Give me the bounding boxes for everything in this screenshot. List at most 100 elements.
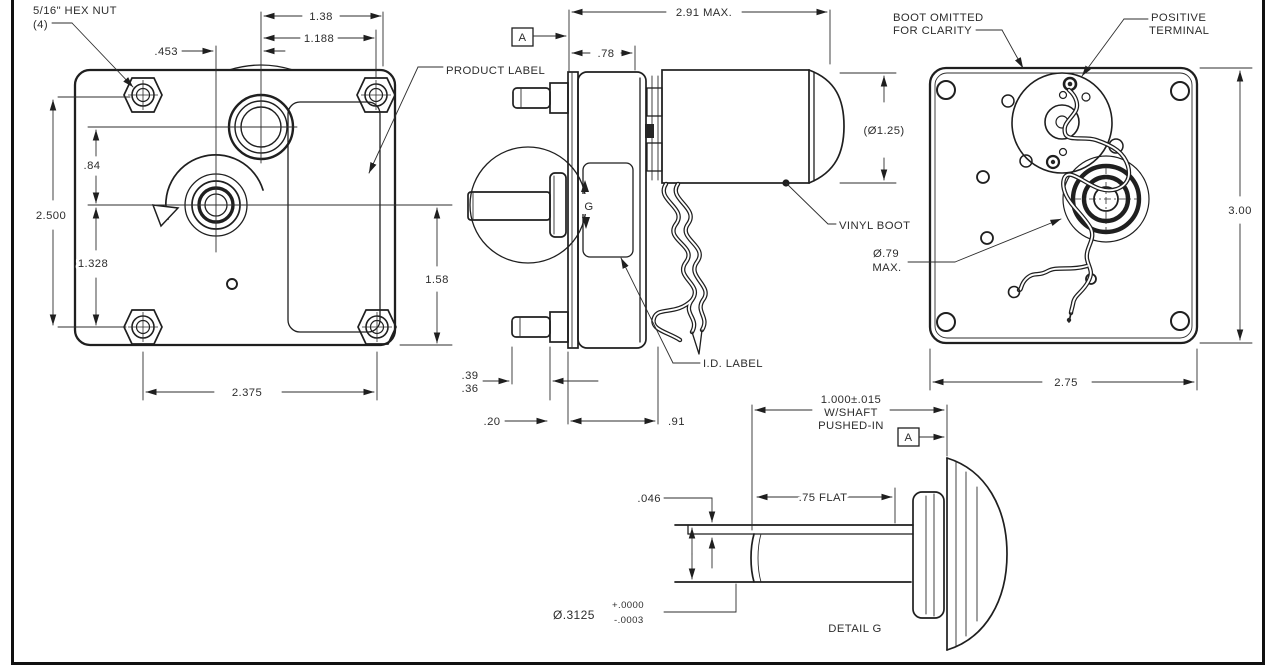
shaft-knob [912,457,1008,651]
rotation-arrowhead [151,204,180,228]
detail-g-view: 1.000±.015 W/SHAFT PUSHED-IN A .046 .75 … [550,391,1008,651]
datum-a-side-label: A [519,32,527,44]
dim-tol-plus: +.0000 [612,600,644,611]
mounting-plate [567,71,579,349]
dim-.91: .91 [668,416,685,428]
rotation-arc [165,153,264,220]
gear-housing [577,71,647,349]
wire-eyelet [1007,285,1021,299]
detail-g-boundary: G [469,146,598,264]
detail-arc-arrow-down [582,217,590,229]
motor-body [661,69,810,184]
corner-hole-tr [1170,81,1190,101]
hex-nut-bottom-right [357,309,397,345]
dim-dia-.79: Ø.79 [873,248,899,260]
dim-2.91-max: 2.91 MAX. [676,7,732,19]
wire-frayed-end [691,329,703,355]
dim-3.00: 3.00 [1228,205,1252,217]
side-dimensions-top: 2.91 MAX. A .78 (Ø1.25) [511,4,907,184]
idler-boss [87,11,298,164]
dim-1.328: 1.328 [78,258,108,270]
front-dimensions: 1.38 1.188 .453 2.500 .84 1.328 1.58 [33,8,453,402]
vinyl-boot-note: VINYL BOOT [782,179,910,232]
motor-rear [1001,72,1124,174]
boot-omitted-line1: BOOT OMITTED [893,12,984,24]
rear-dimensions: 3.00 2.75 [929,67,1254,392]
dim-2.75: 2.75 [1054,377,1078,389]
hex-nut-top-right [356,77,396,113]
dim-.36: .36 [462,383,479,395]
corner-hole-tl [936,80,956,100]
output-hub-rear [1062,155,1150,243]
detail-shaft [674,524,914,583]
corner-hole-br [1170,311,1190,331]
datum-a-detail-label: A [905,432,913,444]
positive-terminal-note: POSITIVE TERMINAL [1081,12,1209,77]
hex-nut-note: 5/16" HEX NUT (4) [33,5,134,88]
dim-dia-.3125: Ø.3125 [553,608,595,622]
dim-1.58: 1.58 [425,274,449,286]
hex-nuts [123,77,397,345]
detail-marker-g: G [584,201,593,213]
datum-a-flag-detail: A [897,427,945,447]
dim-.84: .84 [84,160,101,172]
corner-hole-bl [936,312,956,332]
sheet-border-left [11,0,14,665]
rear-wires [1007,87,1132,323]
plate-hole-1 [976,170,990,184]
output-shaft-side [467,172,567,238]
hex-nut-note-line2: (4) [33,19,48,31]
output-shaft-front [87,45,453,253]
motor-side [645,69,845,184]
side-dimensions-bottom: .39 .36 .20 .91 [459,346,688,431]
hex-nut-top-left [123,77,163,113]
dim-.046: .046 [637,493,661,505]
positive-terminal-line2: TERMINAL [1149,25,1209,37]
dim-.20: .20 [484,416,501,428]
dim-1.188: 1.188 [304,33,334,45]
dim-1.000-l3: PUSHED-IN [818,420,884,432]
motor-end-dome [808,69,845,184]
dim-2.500: 2.500 [36,210,66,222]
dia-79-note: Ø.79 MAX. [869,218,1062,277]
plate-hole-2 [980,231,994,245]
sheet-border-right [1262,0,1265,665]
hex-nut-bottom-left [123,309,163,345]
side-view: G [459,4,910,431]
id-label-text: I.D. LABEL [703,358,763,370]
boot-omitted-line2: FOR CLARITY [893,25,972,37]
mounting-stud-top [512,82,569,114]
dim-1.000: 1.000±.015 [821,394,881,406]
vinyl-boot-text: VINYL BOOT [839,220,910,232]
gearbox-front-plate [73,68,397,347]
dim-dia-.79-max: MAX. [872,262,901,274]
dim-tol-minus: -.0003 [614,615,644,626]
product-label-text: PRODUCT LABEL [446,65,545,77]
mounting-stud-bottom [511,311,569,343]
product-label-area [287,101,381,333]
hex-nut-note-line1: 5/16" HEX NUT [33,5,117,17]
boot-omitted-note: BOOT OMITTED FOR CLARITY [893,12,1024,69]
detail-g-title: DETAIL G [828,623,881,635]
dim-1.38: 1.38 [309,11,333,23]
dim-.78: .78 [598,48,615,60]
sheet-border-bottom [11,662,1265,665]
detail-dimensions: 1.000±.015 W/SHAFT PUSHED-IN A .046 .75 … [550,391,948,629]
dim-.75-flat: .75 FLAT [799,492,848,504]
dim-dia-1.25: (Ø1.25) [863,125,904,137]
vinyl-boot-wires [651,181,708,355]
rear-plate [928,66,1199,345]
positive-terminal-line1: POSITIVE [1151,12,1206,24]
small-hole [226,278,238,290]
rear-view: BOOT OMITTED FOR CLARITY POSITIVE TERMIN… [869,12,1254,392]
datum-a-flag-side: A [511,27,567,47]
product-label-note: PRODUCT LABEL [368,65,545,174]
dim-.39: .39 [462,370,479,382]
dim-2.375: 2.375 [232,387,262,399]
dim-.453: .453 [154,46,178,58]
id-label-note: I.D. LABEL [620,257,763,370]
detail-arc-arrow-up [581,180,589,192]
negative-terminal-screw [1045,154,1061,170]
front-view: 1.38 1.188 .453 2.500 .84 1.328 1.58 [33,5,545,402]
